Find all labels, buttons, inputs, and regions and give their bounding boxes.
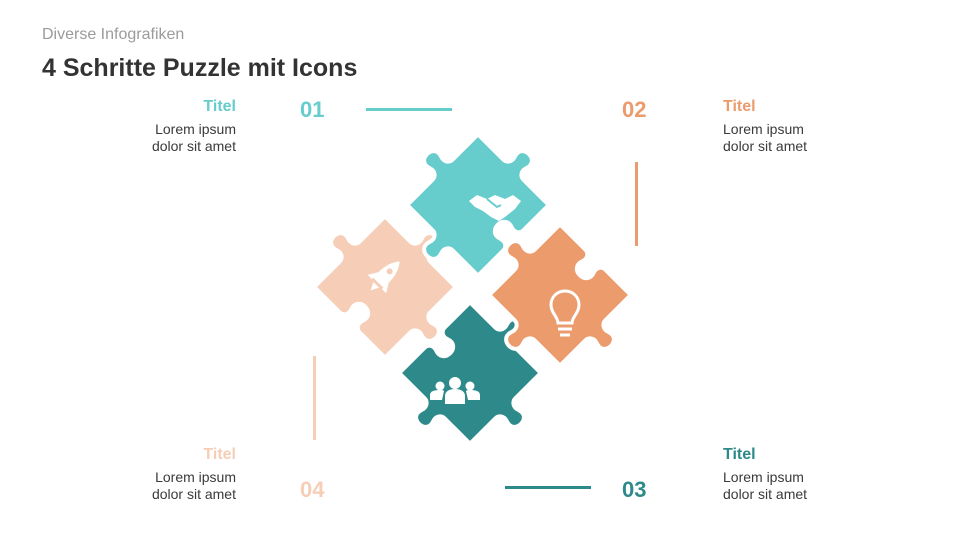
step-1-title: Titel [203, 98, 236, 115]
step-4-desc: Lorem ipsum dolor sit amet [152, 469, 236, 503]
step-1-desc-line2: dolor sit amet [151, 138, 236, 154]
step-2-title: Titel [723, 98, 756, 115]
step-3-connector-line [505, 486, 591, 489]
step-2-number: 02 [622, 97, 647, 122]
step-4-title: Titel [203, 446, 236, 463]
step-3-title: Titel [723, 446, 756, 463]
slide-subtitle: Diverse Infografiken [42, 26, 185, 43]
step-4-number: 04 [300, 477, 325, 502]
step-1-desc: Lorem ipsum dolor sit amet [152, 121, 236, 155]
step-3-desc-line2: dolor sit amet [723, 486, 808, 502]
step-2-desc-line2: dolor sit amet [723, 138, 808, 154]
step-3-desc-line1: Lorem ipsum [723, 469, 804, 485]
step-2-desc: Lorem ipsum dolor sit amet [723, 121, 807, 155]
slide-title: 4 Schritte Puzzle mit Icons [42, 54, 358, 82]
handshake-icon [469, 195, 521, 221]
step-1-desc-line1: Lorem ipsum [155, 121, 236, 137]
step-1-number: 01 [300, 97, 325, 122]
step-3-number: 03 [622, 477, 647, 502]
step-2-connector-line [635, 162, 638, 246]
step-4-connector-line [313, 356, 316, 440]
step-3-desc: Lorem ipsum dolor sit amet [723, 469, 807, 503]
step-4-desc-line2: dolor sit amet [151, 486, 236, 502]
step-2-desc-line1: Lorem ipsum [723, 121, 804, 137]
lightbulb-icon [549, 289, 581, 337]
step-1-connector-line [366, 108, 452, 111]
team-icon [430, 377, 480, 404]
step-4-desc-line1: Lorem ipsum [155, 469, 236, 485]
